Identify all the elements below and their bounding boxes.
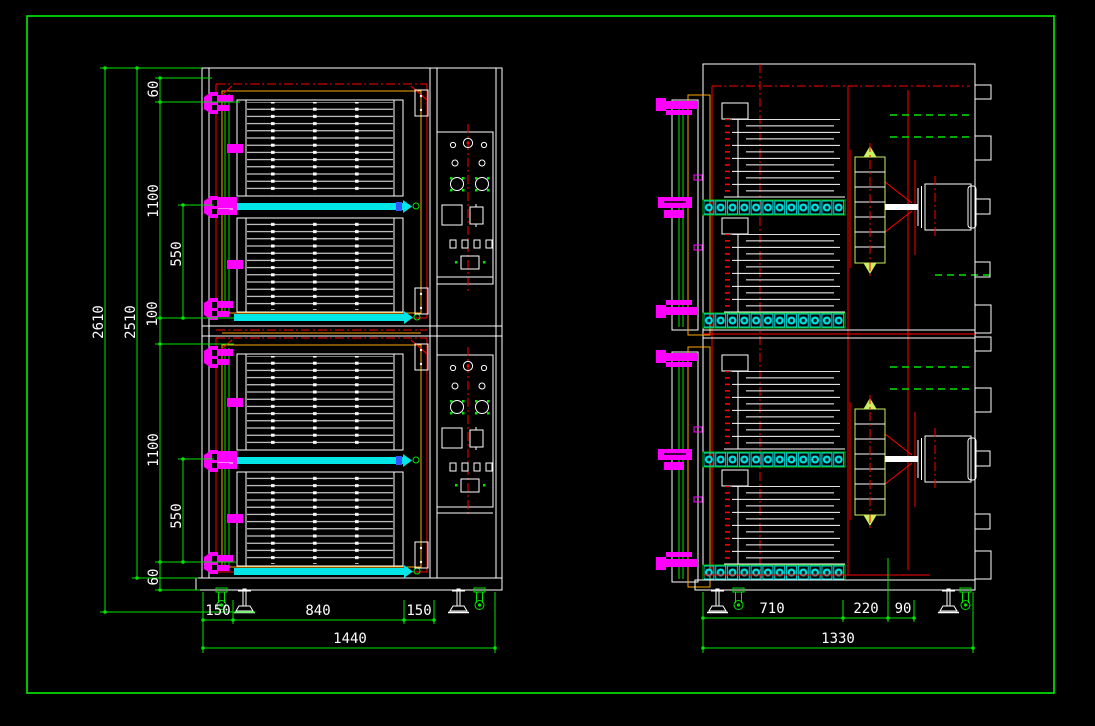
oven-chamber-1: [204, 84, 428, 324]
side-chamber-1: [655, 94, 990, 336]
leveling-foot: [706, 588, 729, 614]
leveling-foot: [937, 588, 960, 614]
dimensions-side: 710 220 90 1330: [701, 558, 975, 653]
base-frame: [694, 579, 976, 591]
roller-conveyor: [702, 451, 846, 468]
leveling-foot: [447, 588, 470, 614]
roller-conveyor: [702, 564, 846, 581]
fan-motor-unit: [849, 142, 977, 278]
dim-chamber2-height: 1100: [146, 433, 162, 467]
caster-wheel: [732, 587, 745, 610]
side-view: [655, 63, 992, 614]
roller-conveyor: [702, 199, 846, 216]
control-panel-2: [436, 346, 494, 516]
drawing-border: [26, 15, 1055, 694]
leveling-foot: [233, 588, 256, 614]
fan-motor-unit: [849, 394, 977, 530]
dim-left-margin: 150: [205, 603, 230, 619]
front-view: [195, 67, 503, 614]
dim-overall-depth: 1330: [821, 631, 855, 647]
dim-chamber1-half: 550: [169, 241, 185, 266]
dim-fan-section: 220: [853, 601, 878, 617]
dim-overall-width: 1440: [333, 631, 367, 647]
dim-chamber1-height: 1100: [146, 184, 162, 218]
rear-brackets: [974, 84, 992, 580]
roller-conveyor: [702, 312, 846, 329]
dim-frame-height: 2510: [123, 305, 139, 339]
dim-body-depth: 710: [759, 601, 784, 617]
dim-chamber2-half: 550: [169, 503, 185, 528]
control-panel-1: [436, 123, 494, 293]
dim-rear-section: 90: [895, 601, 912, 617]
caster-wheel: [959, 587, 972, 610]
dim-bottom-offset: 60: [146, 569, 162, 586]
base-frame: [195, 577, 503, 591]
caster-wheel: [473, 587, 486, 610]
dim-overall-height: 2610: [91, 305, 107, 339]
dim-door-width: 840: [305, 603, 330, 619]
oven-chamber-2: [204, 338, 428, 578]
dim-middle-gap: 100: [145, 301, 161, 326]
dimensions-front: 2610 2510 60 1100 550 100 1100 550 60 15…: [91, 66, 497, 653]
dim-top-offset: 60: [146, 81, 162, 98]
dim-right-margin: 150: [406, 603, 431, 619]
side-chamber-2: [655, 346, 977, 588]
